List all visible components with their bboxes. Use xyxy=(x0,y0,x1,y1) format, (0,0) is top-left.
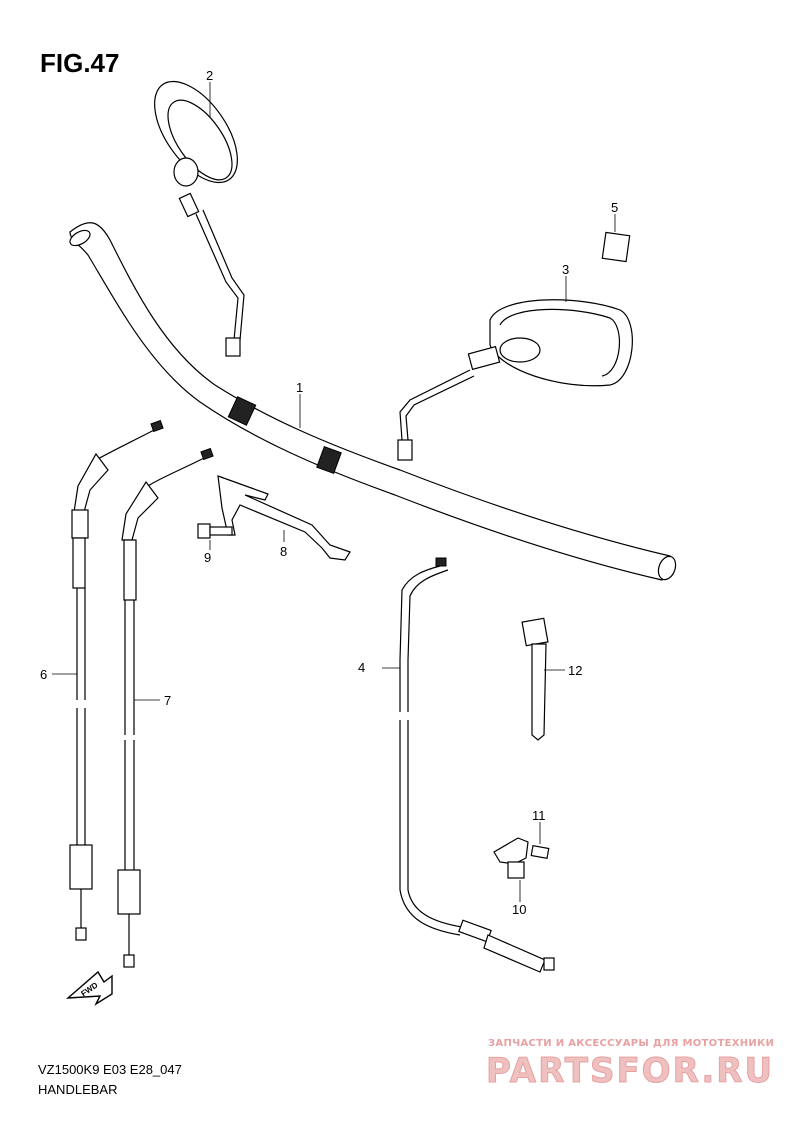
model-code: VZ1500K9 E03 E28_047 xyxy=(38,1062,182,1077)
callout-9: 9 xyxy=(204,550,211,565)
callout-3: 3 xyxy=(562,262,569,277)
callout-6: 6 xyxy=(40,667,47,682)
cable-guide-part xyxy=(217,475,351,561)
return-cable-part xyxy=(117,447,214,968)
watermark-caption: ЗАПЧАСТИ И АКСЕССУАРЫ ДЛЯ МОТОТЕХНИКИ xyxy=(488,1038,775,1049)
watermark-logo-text: PARTSFOR.RU xyxy=(486,1051,774,1090)
right-mirror-part xyxy=(397,299,633,461)
callout-7: 7 xyxy=(164,693,171,708)
callout-1: 1 xyxy=(296,380,303,395)
screw-part xyxy=(530,844,550,860)
callout-4: 4 xyxy=(358,660,365,675)
callout-10: 10 xyxy=(512,902,526,917)
watermark-logo: PARTSFOR.RU xyxy=(486,1051,774,1091)
callout-5: 5 xyxy=(611,200,618,215)
handlebar-part xyxy=(69,222,677,581)
leader-lines xyxy=(52,82,616,902)
figure-title: FIG.47 xyxy=(40,48,120,78)
forward-arrow-icon: FWD xyxy=(65,970,113,1006)
clutch-cable-part xyxy=(399,557,555,973)
callout-11: 11 xyxy=(532,808,546,823)
section-name: HANDLEBAR xyxy=(38,1082,118,1097)
clamp-part xyxy=(493,837,529,879)
throttle-cable-part xyxy=(69,419,164,941)
callout-8: 8 xyxy=(280,544,287,559)
left-mirror-part xyxy=(154,80,245,357)
bolt-part xyxy=(197,523,233,539)
callout-12: 12 xyxy=(568,663,582,678)
callout-2: 2 xyxy=(206,68,213,83)
cable-tie-part xyxy=(521,617,549,741)
label-plate-part xyxy=(601,231,631,263)
